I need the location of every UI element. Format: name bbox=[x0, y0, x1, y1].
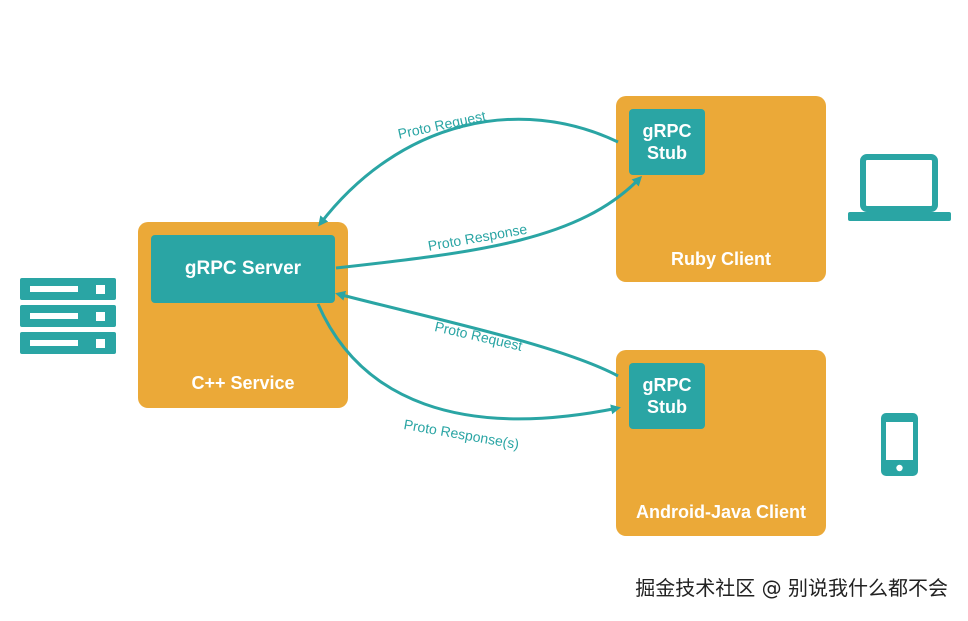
android-request-label: Proto Request bbox=[433, 318, 525, 354]
android-stub-line2: Stub bbox=[647, 397, 687, 417]
watermark-text: 掘金技术社区 @ 别说我什么都不会 bbox=[635, 576, 948, 600]
grpc-server-box: gRPC Server bbox=[151, 235, 335, 303]
ruby-client-box: gRPC Stub Ruby Client bbox=[616, 96, 826, 282]
ruby-stub-line1: gRPC bbox=[642, 121, 692, 141]
ruby-request-label: Proto Request bbox=[396, 107, 488, 142]
ruby-response-label: Proto Response bbox=[426, 220, 529, 254]
android-grpc-stub-box: gRPC Stub bbox=[629, 363, 705, 429]
cpp-service-box: gRPC Server C++ Service bbox=[138, 222, 348, 408]
ruby-grpc-stub-box: gRPC Stub bbox=[629, 109, 705, 175]
grpc-server-label: gRPC Server bbox=[184, 258, 302, 279]
ruby-client-label: Ruby Client bbox=[670, 249, 771, 269]
android-client-box: gRPC Stub Android-Java Client bbox=[616, 350, 826, 536]
ruby-response-arrow bbox=[335, 175, 643, 270]
android-response-arrow bbox=[316, 303, 621, 421]
ruby-stub-line2: Stub bbox=[647, 143, 687, 163]
android-stub-line1: gRPC bbox=[642, 375, 692, 395]
smartphone-icon bbox=[881, 413, 918, 476]
android-response-label: Proto Response(s) bbox=[402, 416, 521, 453]
ruby-request-arrow bbox=[318, 117, 619, 227]
android-client-label: Android-Java Client bbox=[635, 502, 807, 522]
cpp-service-label: C++ Service bbox=[191, 373, 295, 393]
laptop-icon bbox=[848, 154, 951, 221]
